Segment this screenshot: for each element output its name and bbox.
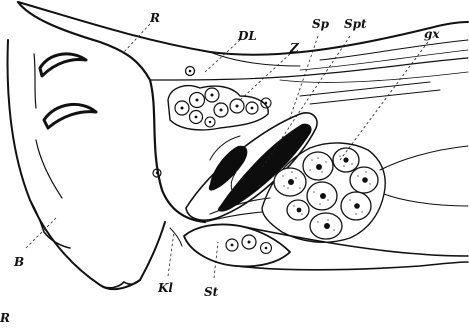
- label-b: B: [13, 255, 24, 269]
- z-cell-cluster: [168, 86, 271, 130]
- label-r-bottom: R: [0, 311, 10, 325]
- label-st: St: [204, 285, 219, 299]
- label-kl: Kl: [157, 281, 173, 295]
- gx-cell-cluster: [262, 143, 468, 242]
- label-gx: gx: [424, 27, 440, 41]
- label-dl: DL: [237, 29, 257, 43]
- leader-lines: [26, 24, 428, 278]
- label-z: Z: [289, 41, 300, 55]
- label-sp: Sp: [312, 17, 330, 31]
- dorsal-band: [18, 2, 468, 104]
- label-r-top: R: [149, 11, 160, 25]
- label-spt: Spt: [344, 17, 367, 31]
